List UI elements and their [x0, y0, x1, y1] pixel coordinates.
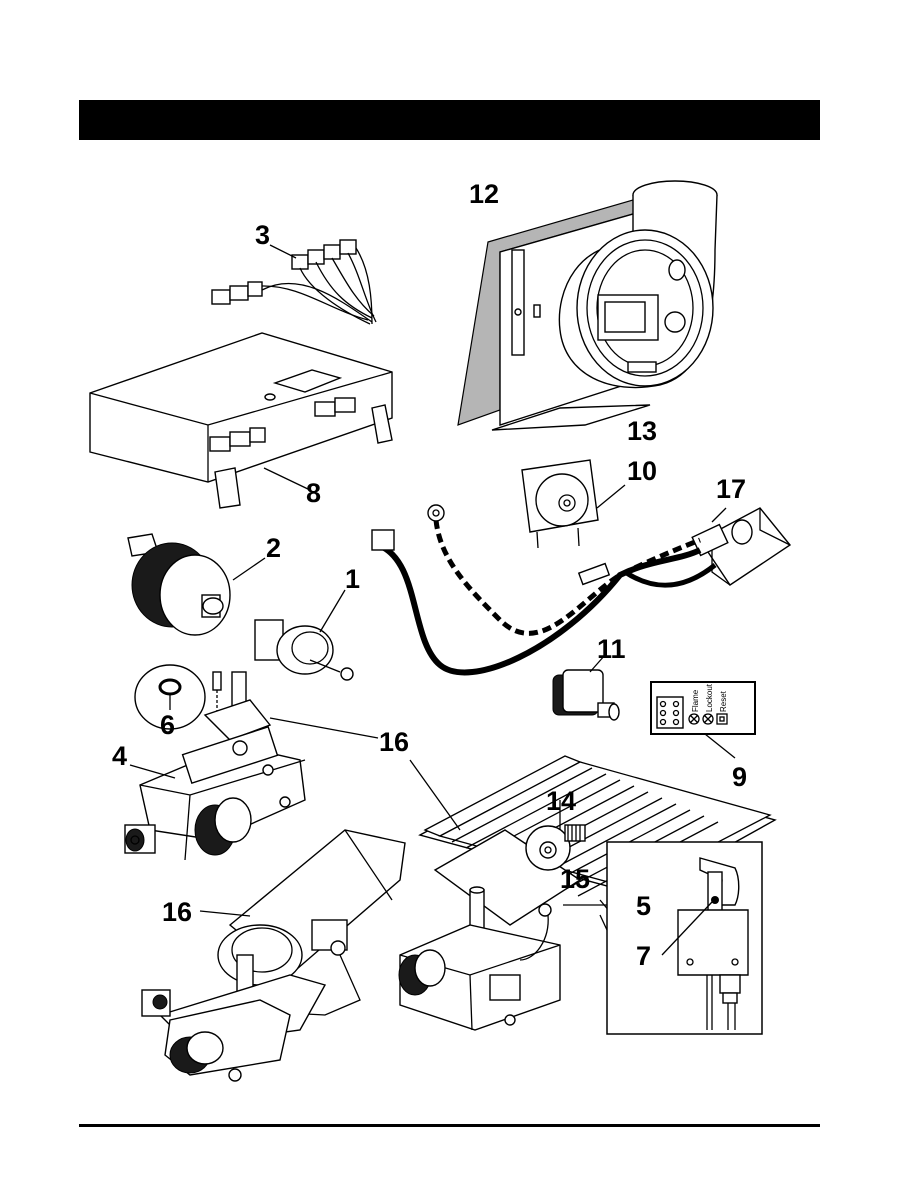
control-box [89, 332, 393, 509]
callout-17: 17 [716, 474, 746, 504]
callout-8: 8 [306, 478, 321, 508]
callout-11: 11 [597, 634, 626, 664]
callout-numbers: 1 2 3 4 5 6 7 8 9 10 11 12 13 14 15 16 1… [112, 179, 747, 971]
callout-6: 6 [160, 710, 175, 740]
header-bar [79, 100, 820, 140]
callout-14: 14 [546, 786, 576, 816]
inset-detail [563, 841, 763, 1035]
callout-2: 2 [266, 533, 281, 563]
pressure-switch [521, 459, 626, 549]
callout-16-upper: 16 [379, 727, 409, 757]
footer-rule [79, 1124, 820, 1127]
callout-12: 12 [469, 179, 499, 209]
pilot-component [254, 589, 354, 681]
callout-9: 9 [732, 762, 747, 792]
callout-7: 7 [636, 941, 651, 971]
indicator-panel: Flame Lockout Reset [650, 681, 756, 759]
ignition-cable-assembly [371, 504, 792, 676]
o-ring [134, 664, 206, 730]
callout-1: 1 [345, 564, 360, 594]
limit-control [127, 533, 266, 636]
callout-16-lower: 16 [162, 897, 192, 927]
callout-5: 5 [636, 891, 651, 921]
panel-label-lockout: Lockout [705, 683, 714, 712]
callout-3: 3 [255, 220, 270, 250]
gas-valve-upper [124, 671, 379, 861]
burner-assembly-lower [141, 829, 406, 1082]
callout-4: 4 [112, 741, 127, 771]
panel-label-flame: Flame [691, 689, 700, 712]
potentiometer [552, 654, 620, 721]
panel-label-reset: Reset [719, 690, 728, 712]
callout-13: 13 [627, 416, 657, 446]
wire-harness [211, 239, 377, 325]
callout-15: 15 [560, 864, 590, 894]
blower-assembly [457, 180, 718, 431]
callout-10: 10 [627, 456, 657, 486]
